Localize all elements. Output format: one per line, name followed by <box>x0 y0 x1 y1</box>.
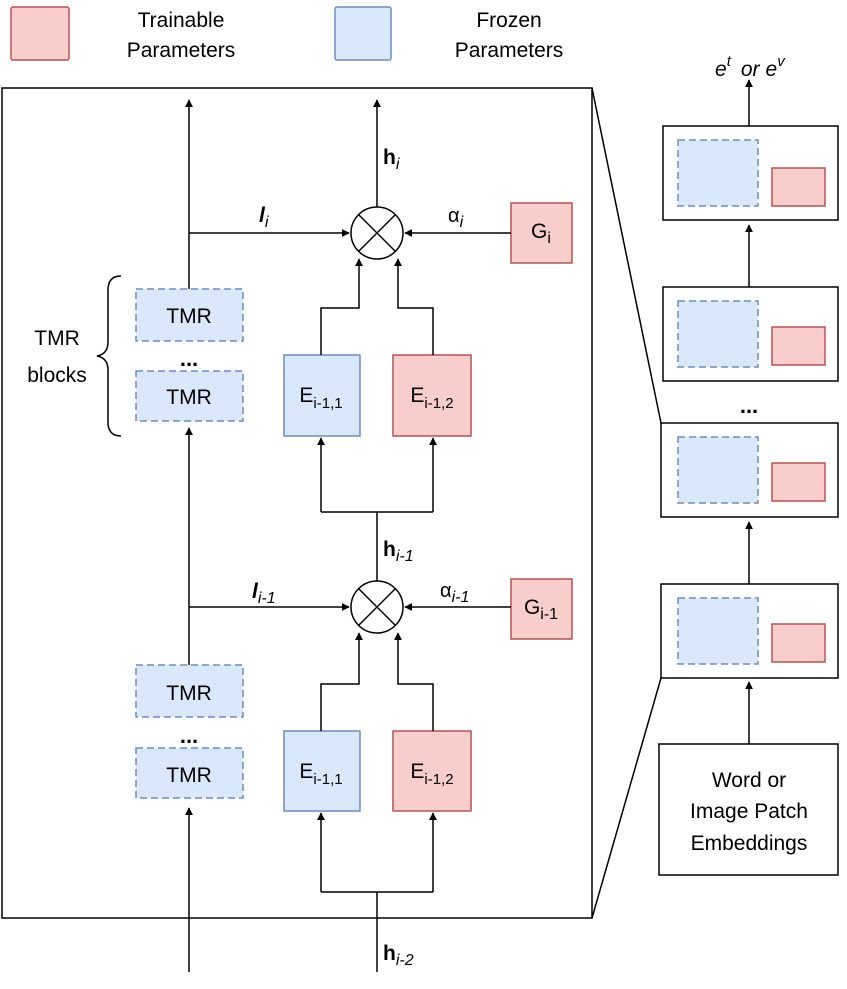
expert1-output-arrow <box>320 258 363 355</box>
alpha-i-label: αi <box>448 205 464 231</box>
legend-frozen-label-line1: Frozen <box>476 9 541 32</box>
legend-trainable-label-line1: Trainable <box>138 9 225 32</box>
layer-ellipsis: ... <box>740 393 758 418</box>
tmr-ellipsis: ... <box>180 723 198 748</box>
combine-cross-stroke <box>358 588 396 626</box>
legend-trainable-swatch <box>10 6 70 61</box>
tmr-block-label: TMR <box>166 305 212 328</box>
zoom-line-bottom <box>591 677 662 919</box>
zoom-line-top <box>591 87 662 424</box>
layer-trainable-part <box>771 326 826 366</box>
tmr-block <box>135 288 244 342</box>
embeddings-label-line3: Embeddings <box>691 832 808 855</box>
expert-frozen-block <box>283 730 361 812</box>
h-i-minus-2-label: hi-2 <box>383 942 414 969</box>
expert-trainable-label: Ei-1,2 <box>410 760 453 788</box>
h-i-label: hi <box>383 146 400 173</box>
layer-frozen-part <box>677 597 759 665</box>
legend-trainable-label-line2: Parameters <box>127 39 236 62</box>
expert-frozen-label: Ei-1,1 <box>299 760 342 788</box>
expert-frozen-block <box>283 354 361 437</box>
gate-i-label: Gi <box>531 220 551 247</box>
layer-trainable-part <box>771 623 826 663</box>
tmr-ellipsis: ... <box>180 346 198 371</box>
gate-i-minus-1-block <box>510 578 573 640</box>
layer-frozen-part <box>677 436 759 504</box>
tmr-block <box>135 370 244 422</box>
legend: Trainable Parameters Frozen Parameters <box>10 6 564 62</box>
expert-trainable-label: Ei-1,2 <box>410 384 453 412</box>
tmr-block <box>135 747 244 799</box>
tmr-block-label: TMR <box>166 764 212 787</box>
gate-i-block <box>510 202 573 264</box>
tmr-block-label: TMR <box>166 682 212 705</box>
tmr-column: TMR ... TMR TMR ... TMR TMR blocks <box>27 99 244 972</box>
detail-frame <box>1 87 593 919</box>
layer-frozen-part <box>677 139 759 207</box>
l-i-minus-1-label: li-1 <box>252 580 276 607</box>
alpha-i-minus-1-label: αi-1 <box>440 580 469 606</box>
expert-frozen-label: Ei-1,1 <box>299 384 342 412</box>
gate-i-minus-1-label: Gi-1 <box>524 596 558 623</box>
tmr-blocks-brace <box>96 275 122 437</box>
l-i-label: li <box>259 204 269 231</box>
layer-frozen-part <box>677 300 759 368</box>
tmr-block-label: TMR <box>166 386 212 409</box>
combine-cross-stroke <box>358 214 396 252</box>
stage-i: hi-1 Ei-1,1 Ei-1,2 li Gi αi hi <box>189 99 573 581</box>
stage-i-minus-1: hi-2 Ei-1,1 Ei-1,2 li-1 Gi-1 αi-1 <box>189 578 573 972</box>
tmr-block <box>135 664 244 718</box>
tmr-blocks-label-line2: blocks <box>27 364 87 387</box>
layer-trainable-part <box>771 167 826 207</box>
legend-frozen-swatch <box>334 6 392 61</box>
expert2-output-arrow <box>394 258 434 355</box>
embeddings-box <box>658 743 839 876</box>
expert-trainable-block <box>392 354 472 437</box>
expert1-output-arrow <box>320 632 363 731</box>
h-i-minus-1-label: hi-1 <box>383 538 414 565</box>
tmr-blocks-label-line1: TMR <box>34 327 80 350</box>
embeddings-label-line2: Image Patch <box>690 800 808 823</box>
expert-trainable-block <box>392 730 472 812</box>
expert2-output-arrow <box>394 632 434 731</box>
legend-frozen-label-line2: Parameters <box>455 39 564 62</box>
embeddings-label-line1: Word or <box>712 769 786 792</box>
layer-trainable-part <box>771 462 826 502</box>
